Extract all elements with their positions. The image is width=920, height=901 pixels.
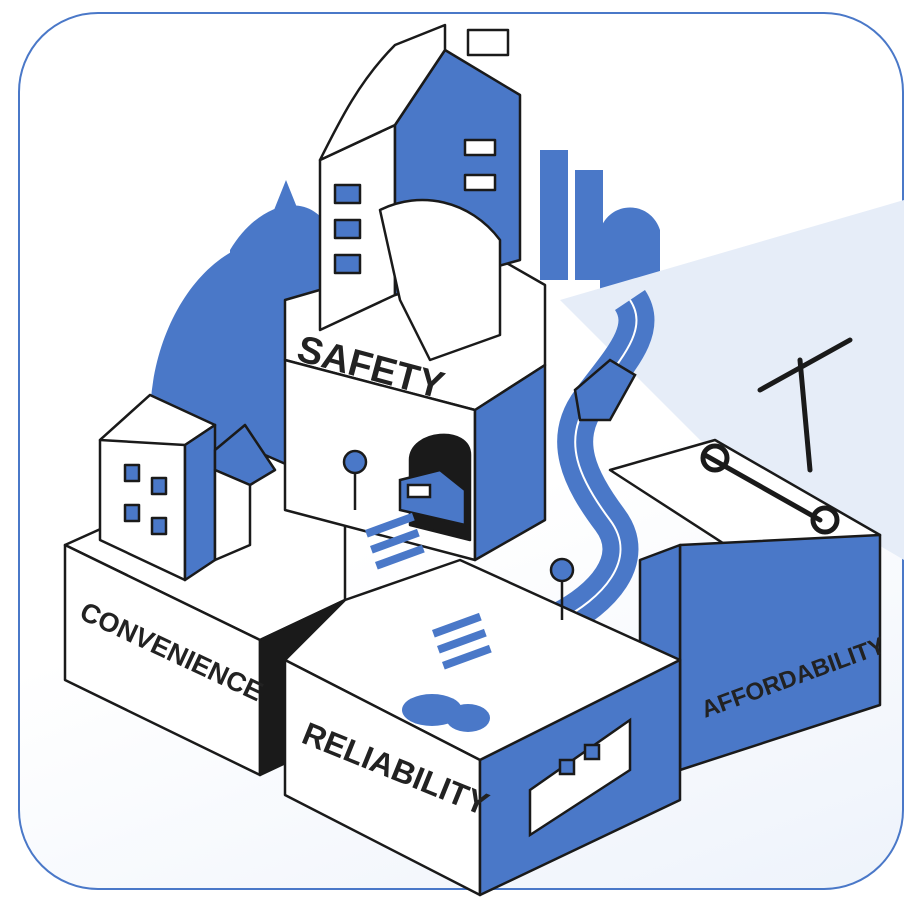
houses	[98, 393, 277, 582]
scooter-icon	[700, 337, 853, 535]
train-stop-sign-icon	[549, 557, 575, 620]
winding-road	[551, 290, 655, 637]
train-icon	[528, 717, 632, 838]
bus-icon	[398, 468, 467, 527]
safety-building	[283, 23, 547, 562]
bus-on-road-icon	[573, 358, 637, 422]
tree-icon	[166, 180, 300, 360]
pond	[402, 694, 490, 732]
crosswalk	[365, 512, 492, 670]
sky-shade	[560, 200, 904, 560]
bus-stop-sign-icon	[342, 449, 368, 510]
